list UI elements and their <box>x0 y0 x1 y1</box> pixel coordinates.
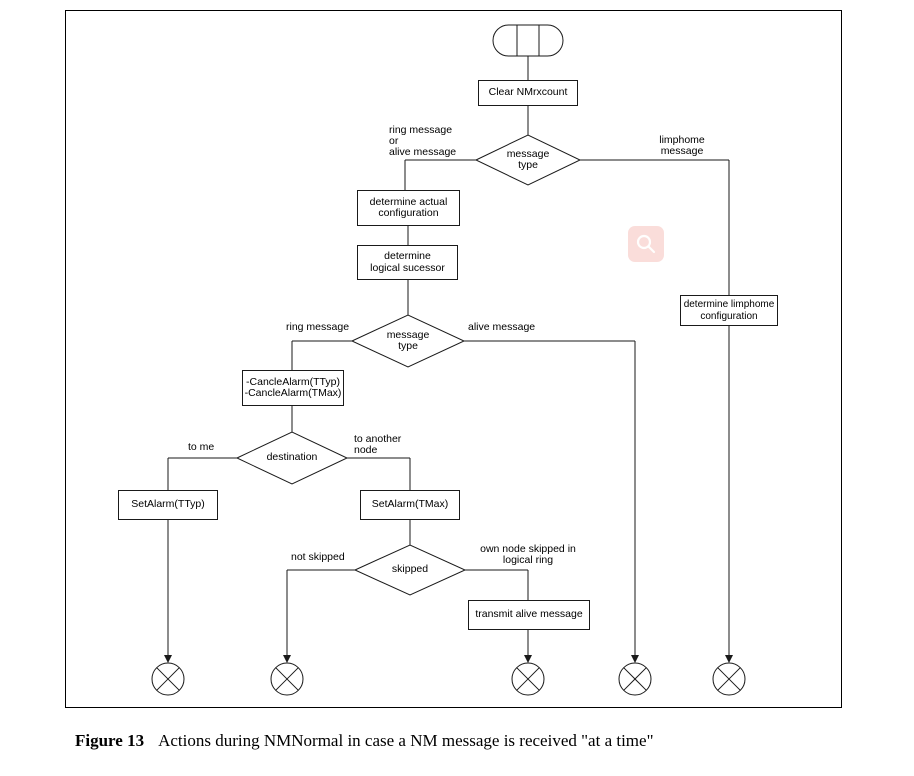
end-connector-2 <box>270 662 304 696</box>
figure-caption-text: Actions during NMNormal in case a NM mes… <box>158 731 654 750</box>
edge-label-to-another-node: to another node <box>354 433 402 456</box>
start-terminator <box>492 24 564 57</box>
figure-border <box>65 10 842 708</box>
process-determine-actual-configuration: determine actual configuration <box>357 190 460 226</box>
connector-lines <box>167 56 730 656</box>
arrowheads <box>164 655 733 663</box>
process-determine-limphome-configuration: determine limphome configuration <box>680 295 778 326</box>
edge-label-to-me: to me <box>188 441 215 453</box>
process-clear-nmrxcount: Clear NMrxcount <box>478 80 578 106</box>
decision-message-type-1 <box>474 134 582 186</box>
decision-label-message-type-1: message type <box>506 147 550 171</box>
magnifier-icon <box>628 226 664 262</box>
magnifier-glyph <box>636 234 656 254</box>
process-cancel-alarms: -CancleAlarm(TTyp) -CancleAlarm(TMax) <box>242 370 344 406</box>
process-setalarm-ttyp: SetAlarm(TTyp) <box>118 490 218 520</box>
figure-caption: Figure 13 Actions during NMNormal in cas… <box>75 731 654 751</box>
end-connector-3 <box>511 662 545 696</box>
decision-destination <box>235 431 349 485</box>
edge-label-ring-or-alive: ring message or alive message <box>389 124 457 158</box>
process-setalarm-tmax: SetAlarm(TMax) <box>360 490 460 520</box>
edge-label-own-node-skipped: own node skipped in logical ring <box>480 543 576 566</box>
edge-label-not-skipped: not skipped <box>291 551 345 563</box>
edge-label-ring: ring message <box>286 321 350 333</box>
process-transmit-alive-message: transmit alive message <box>468 600 590 630</box>
decision-skipped <box>353 544 467 596</box>
figure-caption-label: Figure 13 <box>75 731 145 750</box>
end-connector-5 <box>712 662 746 696</box>
process-determine-logical-successor: determine logical sucessor <box>357 245 458 280</box>
end-connector-4 <box>618 662 652 696</box>
end-connector-1 <box>151 662 185 696</box>
edge-label-alive: alive message <box>468 321 536 333</box>
edge-label-limphome: limphome message <box>659 134 705 157</box>
decision-label-destination: destination <box>266 451 318 464</box>
decision-message-type-2 <box>350 314 466 368</box>
decision-label-message-type-2: message type <box>386 328 430 352</box>
decision-label-skipped: skipped <box>391 563 429 576</box>
